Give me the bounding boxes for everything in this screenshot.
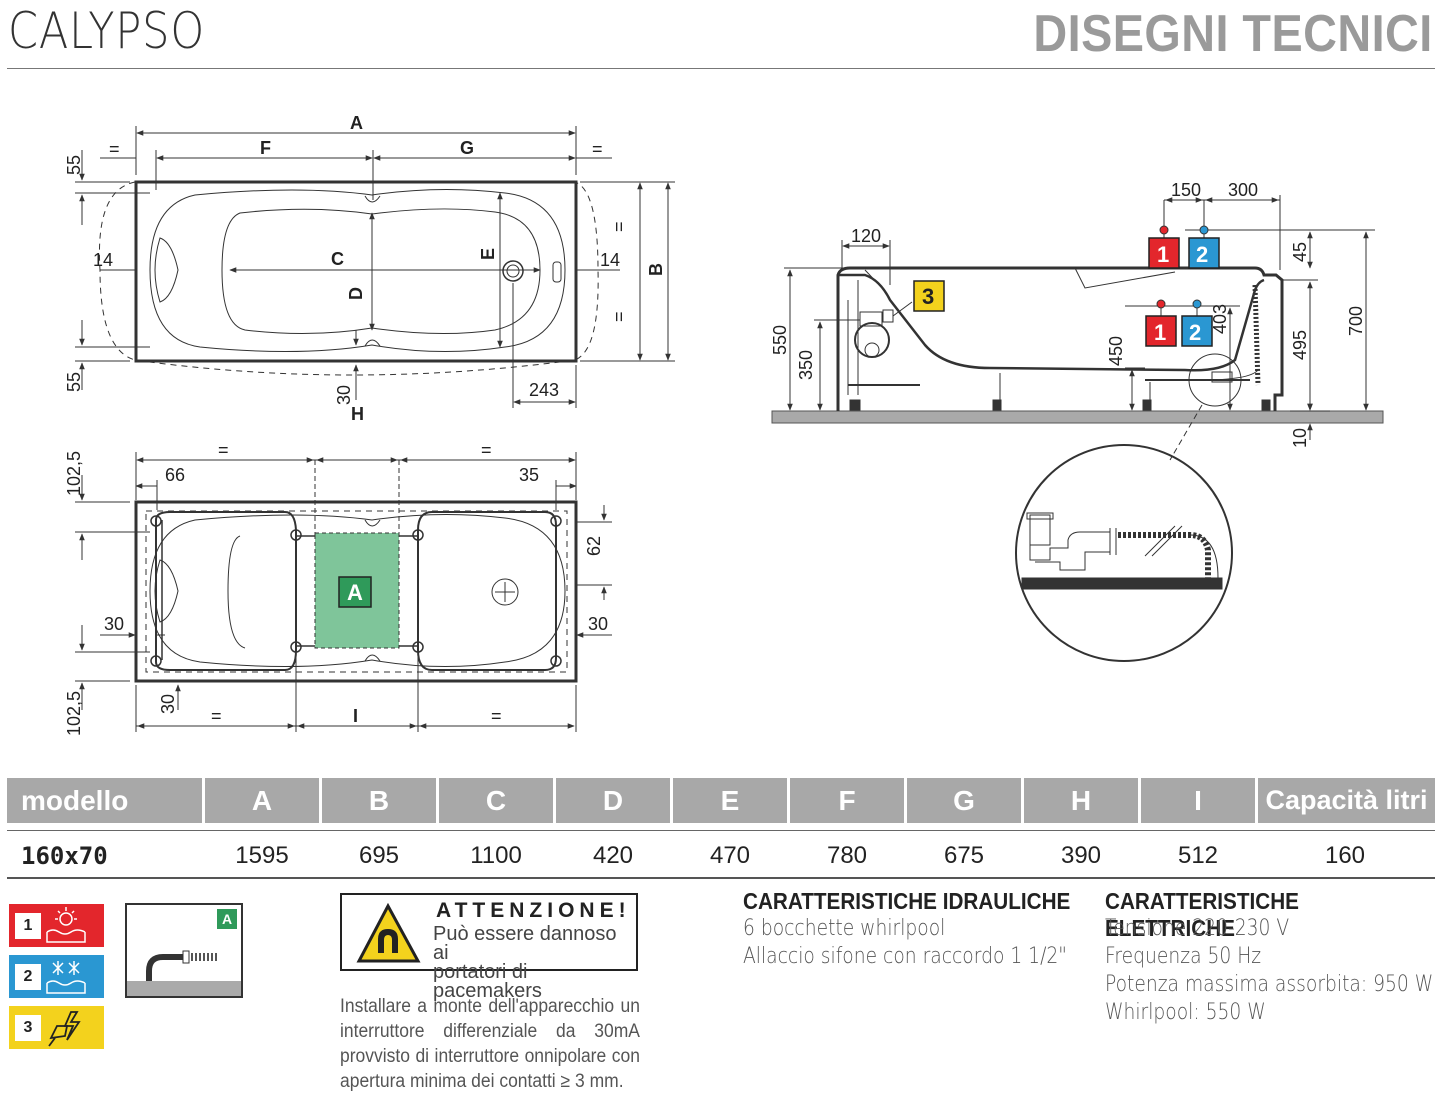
electric-title: CARATTERISTICHE ELETTRICHE	[1105, 888, 1299, 941]
warning-text: Può essere dannoso ai portatori di pacem…	[433, 923, 617, 1002]
section-title: DISEGNI TECNICI	[1033, 5, 1433, 63]
eq-mark: =	[491, 706, 502, 726]
dim-14: 14	[600, 250, 620, 270]
dim-102-5: 102,5	[64, 451, 84, 496]
table-row: 160x70 1595 695 1100 420 470 780 675 390…	[21, 842, 1366, 870]
col-h: H	[1024, 778, 1138, 823]
dim-700: 700	[1346, 306, 1366, 336]
dim-30: 30	[588, 614, 608, 634]
hydraulic-line: 6 bocchette whirlpool	[743, 916, 946, 941]
warning-box: ATTENZIONE! Può essere dannoso ai portat…	[340, 893, 638, 1001]
eq-mark: =	[481, 440, 492, 460]
legend-electric: 3	[9, 1006, 104, 1049]
col-a: A	[205, 778, 319, 823]
label-e: E	[478, 248, 498, 260]
hot-badge: 1	[1157, 242, 1169, 267]
label-f: F	[260, 138, 271, 158]
pacemaker-warning-icon	[356, 903, 421, 963]
electric-plug-icon	[48, 1010, 81, 1047]
dim-14: 14	[93, 250, 113, 270]
legend-hot: 1	[9, 904, 104, 947]
hydraulic-line: Allaccio sifone con raccordo 1 1/2"	[743, 944, 1067, 969]
side-view	[771, 195, 1384, 461]
installation-instructions: Installare a monte dell'apparecchio un i…	[340, 996, 640, 1092]
drain-pipe-icon	[127, 950, 241, 996]
drain-detail	[1015, 444, 1233, 662]
label-b: B	[646, 263, 666, 276]
eq-mark: =	[609, 221, 629, 232]
dim-45: 45	[1290, 242, 1310, 262]
electric-line: Frequenza 50 Hz	[1105, 944, 1262, 969]
dim-30: 30	[334, 385, 354, 405]
label-d: D	[346, 287, 366, 300]
dim-102-5: 102,5	[64, 691, 84, 736]
hot-water-icon	[46, 906, 86, 943]
warning-title: ATTENZIONE!	[436, 899, 631, 922]
drain-box: A	[125, 903, 243, 998]
dim-62: 62	[584, 536, 604, 556]
hot-badge: 1	[1154, 320, 1166, 345]
electric-badge: 3	[922, 284, 934, 309]
drain-zone-badge: A	[217, 909, 237, 929]
col-d: D	[556, 778, 670, 823]
cold-badge: 2	[1196, 242, 1208, 267]
eq-mark: =	[609, 311, 629, 322]
col-capacita: Capacità litri	[1258, 778, 1435, 823]
dim-243: 243	[529, 380, 559, 400]
badges: 1 2 1 2 3 A	[338, 237, 1220, 608]
legend-cold: 2	[9, 955, 104, 998]
dim-350: 350	[796, 350, 816, 380]
dim-55: 55	[64, 155, 84, 175]
cold-water-icon	[46, 960, 86, 994]
label-a: A	[350, 113, 363, 133]
eq-mark: =	[109, 139, 120, 159]
dim-300: 300	[1228, 180, 1258, 200]
technical-drawings: A F G C H I B D E = = = = = = = = 14 14 …	[64, 113, 1384, 736]
electric-line: Tensione 220-230 V	[1105, 916, 1290, 941]
cold-badge: 2	[1189, 320, 1201, 345]
eq-mark: =	[592, 139, 603, 159]
dim-35: 35	[519, 465, 539, 485]
eq-mark: =	[211, 706, 222, 726]
header-divider	[7, 68, 1435, 69]
col-f: F	[790, 778, 904, 823]
dim-450: 450	[1106, 336, 1126, 366]
label-g: G	[460, 138, 474, 158]
dim-55: 55	[64, 372, 84, 392]
dim-10: 10	[1290, 428, 1310, 448]
eq-mark: =	[218, 440, 229, 460]
col-e: E	[673, 778, 787, 823]
model-name: CALYPSO	[8, 2, 206, 60]
dim-403: 403	[1210, 304, 1230, 334]
dim-550: 550	[770, 325, 790, 355]
electric-line: Whirlpool: 550 W	[1105, 1000, 1266, 1025]
dim-120: 120	[851, 226, 881, 246]
top-view	[75, 126, 675, 408]
label-c: C	[331, 249, 344, 269]
spec-table-header: modello A B C D E F G H I Capacità litri	[7, 778, 1435, 823]
col-i: I	[1141, 778, 1255, 823]
label-h: H	[351, 404, 364, 424]
electric-line: Potenza massima assorbita: 950 W	[1105, 972, 1434, 997]
hydraulic-title: CARATTERISTICHE IDRAULICHE	[743, 888, 1071, 914]
dim-495: 495	[1290, 330, 1310, 360]
label-i: I	[353, 706, 358, 726]
zone-a-badge: A	[347, 580, 363, 605]
col-b: B	[322, 778, 436, 823]
col-c: C	[439, 778, 553, 823]
dim-66: 66	[165, 465, 185, 485]
dim-150: 150	[1171, 180, 1201, 200]
col-modello: modello	[7, 778, 202, 823]
col-g: G	[907, 778, 1021, 823]
frame-view	[75, 452, 612, 732]
dim-30: 30	[104, 614, 124, 634]
dim-30: 30	[158, 694, 178, 714]
